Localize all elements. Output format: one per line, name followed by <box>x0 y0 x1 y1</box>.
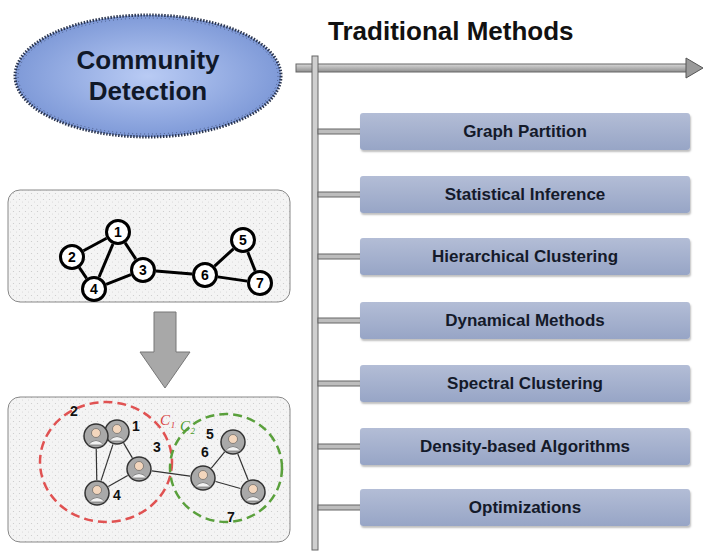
person-outline <box>220 429 246 455</box>
vertex-number: 3 <box>139 262 147 278</box>
person-vertex: 2 <box>83 423 109 449</box>
community-label: C₂ <box>180 418 195 435</box>
vertex-number: 7 <box>256 275 264 291</box>
graph-panel <box>8 190 290 302</box>
graph-vertex: 7 <box>247 270 273 296</box>
graph-vertex: 6 <box>192 262 218 288</box>
person-outline <box>84 480 110 506</box>
method-box: Statistical Inference <box>360 176 690 213</box>
vertex-number: 4 <box>113 487 121 503</box>
timeline-ticks <box>318 129 362 510</box>
graph-edge <box>124 443 133 458</box>
graph-edge <box>156 271 192 274</box>
method-name: Optimizations <box>469 498 581 518</box>
person-vertex: 3 <box>126 456 152 482</box>
vertex-number: 1 <box>114 224 122 240</box>
topic-ellipse: Community Detection <box>12 12 284 140</box>
person-outline <box>126 456 152 482</box>
person-vertex: 7 <box>240 479 266 505</box>
vertex-number: 3 <box>153 439 161 455</box>
vertex-number: 1 <box>132 418 140 434</box>
person-vertex: 5 <box>220 429 246 455</box>
vertex-number: 6 <box>201 444 209 460</box>
community-outline <box>40 402 172 522</box>
method-name: Graph Partition <box>463 122 587 142</box>
graph-edge <box>218 277 247 281</box>
graph-vertex: 4 <box>81 276 107 302</box>
vertex-number: 7 <box>227 509 235 525</box>
graph-edge <box>99 244 113 277</box>
graph-edge <box>79 268 86 279</box>
method-name: Density-based Algorithms <box>420 437 630 457</box>
graph-edge <box>211 452 224 468</box>
person-outline <box>83 423 109 449</box>
topic-title: Community Detection <box>58 45 238 106</box>
graph-edge <box>216 482 241 489</box>
graph-vertex: 5 <box>230 227 256 253</box>
down-arrow <box>140 312 190 388</box>
graph-edge <box>108 475 127 486</box>
method-box: Dynamical Methods <box>360 302 690 339</box>
method-name: Dynamical Methods <box>445 311 605 331</box>
person-outline <box>190 465 216 491</box>
vertex-number: 5 <box>206 426 214 442</box>
person-outline <box>240 479 266 505</box>
method-name: Spectral Clustering <box>447 374 603 394</box>
method-box: Spectral Clustering <box>360 365 690 402</box>
method-box: Density-based Algorithms <box>360 428 690 465</box>
timeline-arrow <box>296 58 703 78</box>
person-vertex: 4 <box>84 480 110 506</box>
graph-vertex: 3 <box>130 257 156 283</box>
graph-edge <box>96 449 98 480</box>
method-box: Graph Partition <box>360 113 690 150</box>
method-name: Hierarchical Clustering <box>432 247 618 267</box>
person-vertex: 6 <box>190 465 216 491</box>
timeline-axis <box>312 56 318 550</box>
graph-edge <box>215 249 234 266</box>
vertex-number: 2 <box>68 249 76 265</box>
community-panel <box>8 397 290 542</box>
graph-edge <box>83 238 106 251</box>
graph-edge <box>106 275 131 285</box>
method-box: Optimizations <box>360 489 690 526</box>
vertex-number: 4 <box>90 281 98 297</box>
timeline-title: Traditional Methods <box>328 16 574 47</box>
method-name: Statistical Inference <box>445 185 606 205</box>
graph-edge <box>125 243 136 259</box>
graph-edge <box>152 471 190 476</box>
community-label: C₁ <box>160 412 175 429</box>
community-outline <box>170 414 282 522</box>
vertex-number: 5 <box>239 232 247 248</box>
method-box: Hierarchical Clustering <box>360 238 690 275</box>
vertex-number: 6 <box>201 267 209 283</box>
graph-vertex: 2 <box>59 244 85 270</box>
graph-vertex: 1 <box>105 219 131 245</box>
graph-edge <box>248 252 255 271</box>
graph-edge <box>238 454 248 480</box>
vertex-number: 2 <box>70 403 78 419</box>
graph-edge <box>101 444 113 480</box>
